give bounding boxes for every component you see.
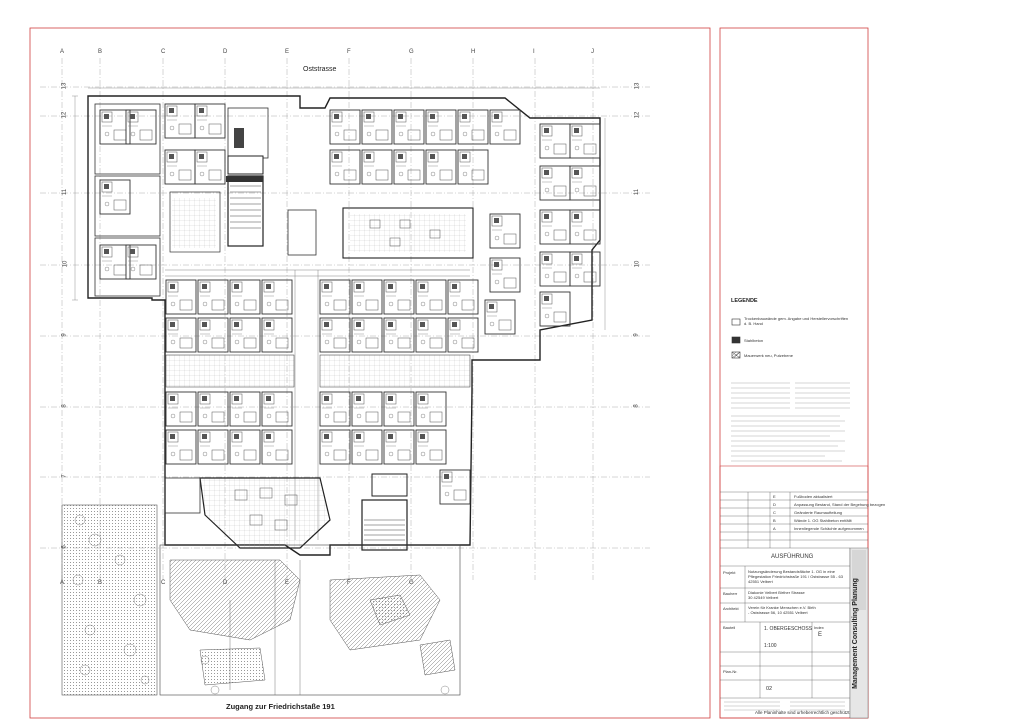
grid-label-j: J (591, 49, 594, 55)
grid-num-12-right: 12 (634, 111, 641, 119)
grid-num-12-left: 12 (61, 111, 68, 119)
owner-text: Diakonie Velbert Birther Strasse 30 4254… (748, 590, 805, 600)
grid-num-9-left: 9 (61, 333, 68, 337)
grid-label-a: A (60, 49, 65, 55)
revision-row-d: Anpassung Bestand, Stand der Begehung be… (794, 502, 886, 507)
grid-label-g-bottom: G (409, 580, 414, 586)
project-label: Projekt (723, 570, 736, 575)
grid-label-a-bottom: A (60, 580, 65, 586)
legend-title: LEGENDE (731, 298, 758, 304)
grid-label-e: E (285, 49, 290, 55)
grid-label-b: B (98, 49, 103, 55)
index-value: E (818, 632, 823, 638)
plan-number-label: Plan-Nr. (723, 669, 738, 674)
grid-num-10-left: 10 (62, 260, 69, 268)
owner-label: Bauherr (723, 591, 738, 596)
grid-label-d: D (223, 49, 228, 55)
grid-label-g: G (409, 49, 414, 55)
grid-num-6-left: 6 (61, 545, 68, 549)
plan-label: Bauteil (723, 625, 736, 630)
revision-index-e: E (773, 494, 776, 499)
grid-num-9-right: 9 (633, 333, 640, 337)
revision-index-b: B (773, 518, 776, 523)
revision-row-c: Geänderte Raumaufteilung (794, 510, 843, 515)
street-name-top: Oststrasse (303, 66, 337, 73)
revision-row-b: Wände 1. OG Stahlbeton entfällt (794, 518, 852, 523)
grid-label-c: C (161, 49, 166, 55)
revision-index-c: C (773, 510, 776, 515)
revision-index-d: D (773, 502, 776, 507)
grid-label-b-bottom: B (98, 580, 103, 586)
legend-item-drywall: Trockenbauwände gem. Angabe und Herstell… (744, 316, 849, 326)
grid-label-i: I (533, 49, 535, 55)
grid-num-11-right: 11 (634, 188, 641, 196)
plan-title: 1. OBERGESCHOSS (764, 626, 813, 632)
grid-num-10-right: 10 (634, 260, 641, 268)
index-label: Index (814, 625, 824, 630)
revision-index-a: A (773, 526, 776, 531)
grid-label-e-bottom: E (285, 580, 290, 586)
legend-item-concrete: Stahlbeton (744, 338, 764, 343)
grid-num-13-left: 13 (61, 82, 68, 90)
grid-num-8-left: 8 (61, 404, 68, 408)
project-text: Nutzungsänderung Bestandsfläche 1. OG in… (748, 569, 843, 584)
architect-text: Verein für Kranke Menschen e.V. Birth - … (748, 605, 816, 615)
revision-row-a: Innenliegende Schächte aufgenommen (794, 526, 864, 531)
architect-label: Architekt (723, 606, 739, 611)
plan-scale: 1:100 (764, 643, 777, 649)
grid-label-f: F (347, 49, 351, 55)
grid-num-7-left: 7 (61, 474, 68, 478)
grid-label-d-bottom: D (223, 580, 228, 586)
plan-number: 02 (766, 686, 773, 692)
grid-num-13-right: 13 (634, 82, 641, 90)
grid-label-h: H (471, 49, 476, 55)
grid-num-8-right: 8 (633, 404, 640, 408)
firm-name: Management Consulting Planung (851, 578, 859, 689)
access-label: Zugang zur Friedrichstaße 191 (226, 702, 335, 711)
revision-row-e: Fußboden aktualisiert (794, 494, 833, 499)
grid-num-11-left: 11 (62, 188, 69, 196)
grid-label-f-bottom: F (347, 580, 351, 586)
copyright-note: Alle Planinhalte sind urheberrechtlich g… (755, 710, 850, 715)
plan-status: AUSFÜHRUNG (771, 554, 814, 560)
legend-item-masonry: Mauerwerk neu, Putzebene (744, 353, 793, 358)
grid-label-c-bottom: C (161, 580, 166, 586)
